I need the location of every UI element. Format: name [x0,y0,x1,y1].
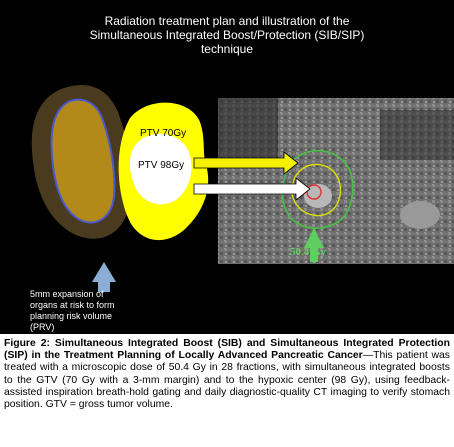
figure-title: Radiation treatment plan and illustratio… [0,14,454,56]
ct-scan-vessel [304,184,332,208]
ct-scan-shadow-2 [380,110,454,160]
figure-title-line-1: Radiation treatment plan and illustratio… [104,14,350,28]
ptv98-shape [129,133,192,205]
dose-label: 50.4 Gy [290,246,327,258]
arrow-ptv98-to-ct [193,177,311,201]
figure-caption: Figure 2: Simultaneous Integrated Boost … [4,338,450,411]
ct-contour-98gy [306,184,322,200]
caption-title: Figure 2: Simultaneous Integrated Boost … [4,338,450,362]
arrow-ptv70-to-ct [193,151,299,175]
ptv98-label: PTV 98Gy [138,160,185,171]
organ-at-risk-shape [50,98,116,224]
caption-body: —This patient was treated with a microsc… [4,350,450,411]
figure-title-line-3: technique [200,42,254,56]
ct-contour-50gy [281,149,354,229]
prv-note-line-2: organs at risk to form [30,300,115,310]
figure-title-line-2: Simultaneous Integrated Boost/Protection… [89,28,365,42]
figure-panel: Radiation treatment plan and illustratio… [0,0,454,334]
sib-sip-diagram [31,85,454,292]
ptv70-label: PTV 70Gy [140,128,187,139]
prv-note-line-1: 5mm expansion of [30,289,104,299]
prv-note: 5mm expansion of organs at risk to form … [30,289,115,333]
arrow-dose-50gy [304,228,324,262]
arrow-prv [92,262,116,292]
prv-note-line-4: (PRV) [30,322,55,332]
ct-scan-kidney [400,201,440,229]
prv-note-line-3: planning risk volume [30,311,113,321]
ct-scan-shadow-1 [218,98,278,158]
